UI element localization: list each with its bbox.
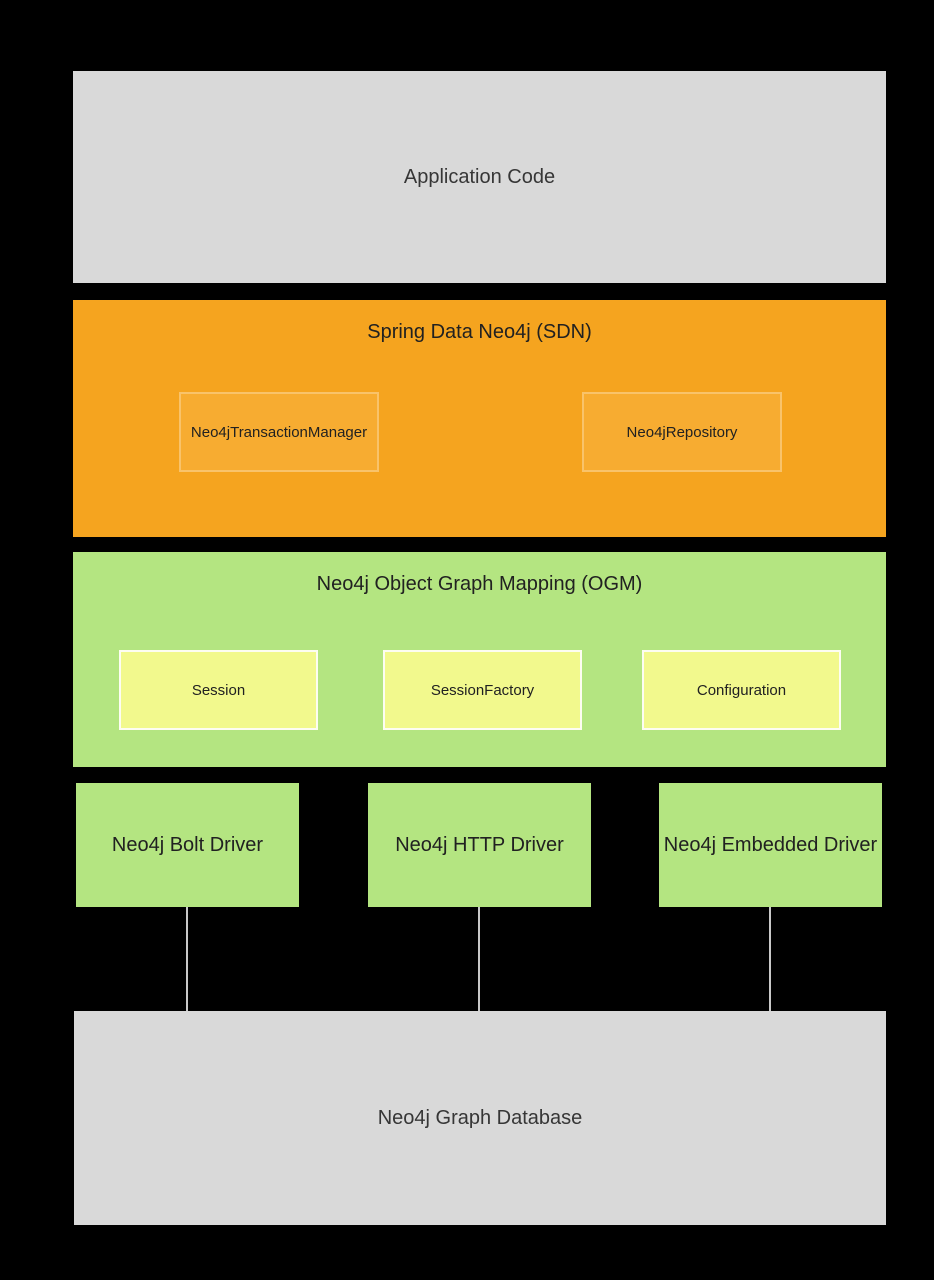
- http-driver-connector-line: [478, 907, 480, 1011]
- session-factory-label: SessionFactory: [430, 681, 535, 699]
- bolt-driver-connector-line: [186, 907, 188, 1011]
- neo4j-embedded-driver-label: Neo4j Embedded Driver: [663, 833, 878, 856]
- neo4j-http-driver-box: Neo4j HTTP Driver: [368, 783, 591, 907]
- neo4j-bolt-driver-box: Neo4j Bolt Driver: [76, 783, 299, 907]
- configuration-label: Configuration: [696, 681, 787, 699]
- session-label: Session: [191, 681, 246, 699]
- neo4j-repository-label: Neo4jRepository: [626, 423, 738, 441]
- neo4j-transaction-manager-label: Neo4jTransactionManager: [190, 423, 368, 441]
- neo4j-ogm-box: Neo4j Object Graph Mapping (OGM) Session…: [73, 552, 886, 767]
- application-code-label: Application Code: [403, 165, 556, 188]
- neo4j-repository-box: Neo4jRepository: [582, 392, 782, 472]
- spring-data-neo4j-title: Spring Data Neo4j (SDN): [367, 321, 592, 343]
- neo4j-bolt-driver-label: Neo4j Bolt Driver: [111, 833, 264, 856]
- session-box: Session: [119, 650, 318, 730]
- neo4j-embedded-driver-box: Neo4j Embedded Driver: [659, 783, 882, 907]
- application-code-box: Application Code: [73, 71, 886, 283]
- embedded-driver-connector-line: [769, 907, 771, 1011]
- configuration-box: Configuration: [642, 650, 841, 730]
- spring-data-neo4j-box: Spring Data Neo4j (SDN) Neo4jTransaction…: [73, 300, 886, 537]
- session-factory-box: SessionFactory: [383, 650, 582, 730]
- neo4j-http-driver-label: Neo4j HTTP Driver: [395, 833, 564, 856]
- neo4j-transaction-manager-box: Neo4jTransactionManager: [179, 392, 379, 472]
- neo4j-graph-database-label: Neo4j Graph Database: [377, 1106, 583, 1129]
- neo4j-ogm-title: Neo4j Object Graph Mapping (OGM): [316, 573, 643, 595]
- neo4j-graph-database-box: Neo4j Graph Database: [74, 1011, 886, 1225]
